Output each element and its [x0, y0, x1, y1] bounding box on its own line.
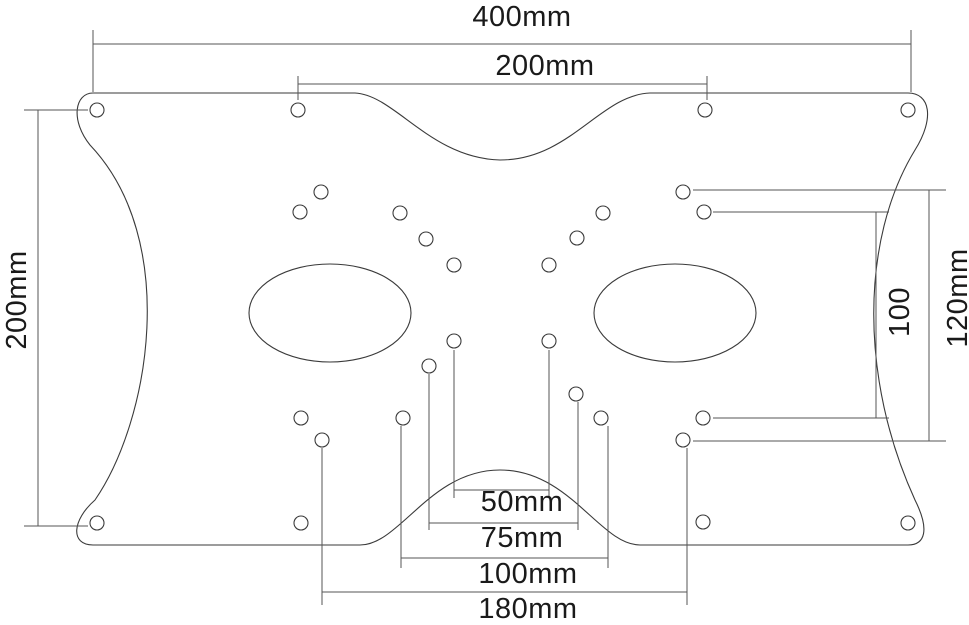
- hole: [395, 410, 411, 426]
- hole: [697, 102, 713, 118]
- hole: [292, 204, 308, 220]
- dimension-bottom-75: [428, 374, 579, 530]
- hole: [392, 205, 408, 221]
- dimension-right-outer: [693, 189, 946, 442]
- label-bottom-180: 180mm: [478, 593, 577, 625]
- hole: [89, 515, 105, 531]
- hole: [293, 515, 309, 531]
- right-oval-cutout: [593, 263, 757, 363]
- plate-outline: [76, 92, 929, 546]
- hole: [900, 102, 916, 118]
- hole: [421, 358, 437, 374]
- hole: [696, 204, 712, 220]
- dimension-bottom-180: [321, 448, 688, 605]
- hole: [418, 231, 434, 247]
- hole: [89, 102, 105, 118]
- mounting-holes: [89, 102, 916, 531]
- hole: [446, 333, 462, 349]
- hole: [675, 184, 691, 200]
- hole: [290, 102, 306, 118]
- hole: [595, 205, 611, 221]
- label-left-height: 200mm: [1, 250, 33, 349]
- left-oval-cutout: [248, 263, 412, 363]
- hole: [569, 230, 585, 246]
- label-top-inner: 200mm: [495, 50, 594, 82]
- dimension-right-inner: [713, 211, 889, 419]
- label-bottom-100: 100mm: [478, 558, 577, 590]
- hole: [675, 432, 691, 448]
- hole: [568, 386, 584, 402]
- label-top-outer: 400mm: [472, 1, 571, 33]
- hole: [541, 257, 557, 273]
- hole: [695, 514, 711, 530]
- hole: [695, 410, 711, 426]
- hole: [593, 410, 609, 426]
- hole: [900, 515, 916, 531]
- hole: [541, 333, 557, 349]
- label-bottom-75: 75mm: [481, 522, 564, 554]
- dimension-left-height: [24, 109, 88, 527]
- hole: [293, 410, 309, 426]
- dimension-top-inner: [297, 76, 708, 100]
- dimension-top-outer: [92, 30, 912, 92]
- label-right-outer: 120mm: [942, 248, 969, 347]
- dimension-bottom-100: [400, 426, 609, 568]
- hole: [314, 432, 330, 448]
- label-right-inner: 100: [884, 287, 916, 337]
- hole: [446, 257, 462, 273]
- hole: [313, 184, 329, 200]
- label-bottom-50: 50mm: [481, 486, 564, 518]
- dimension-bottom-50: [453, 350, 550, 498]
